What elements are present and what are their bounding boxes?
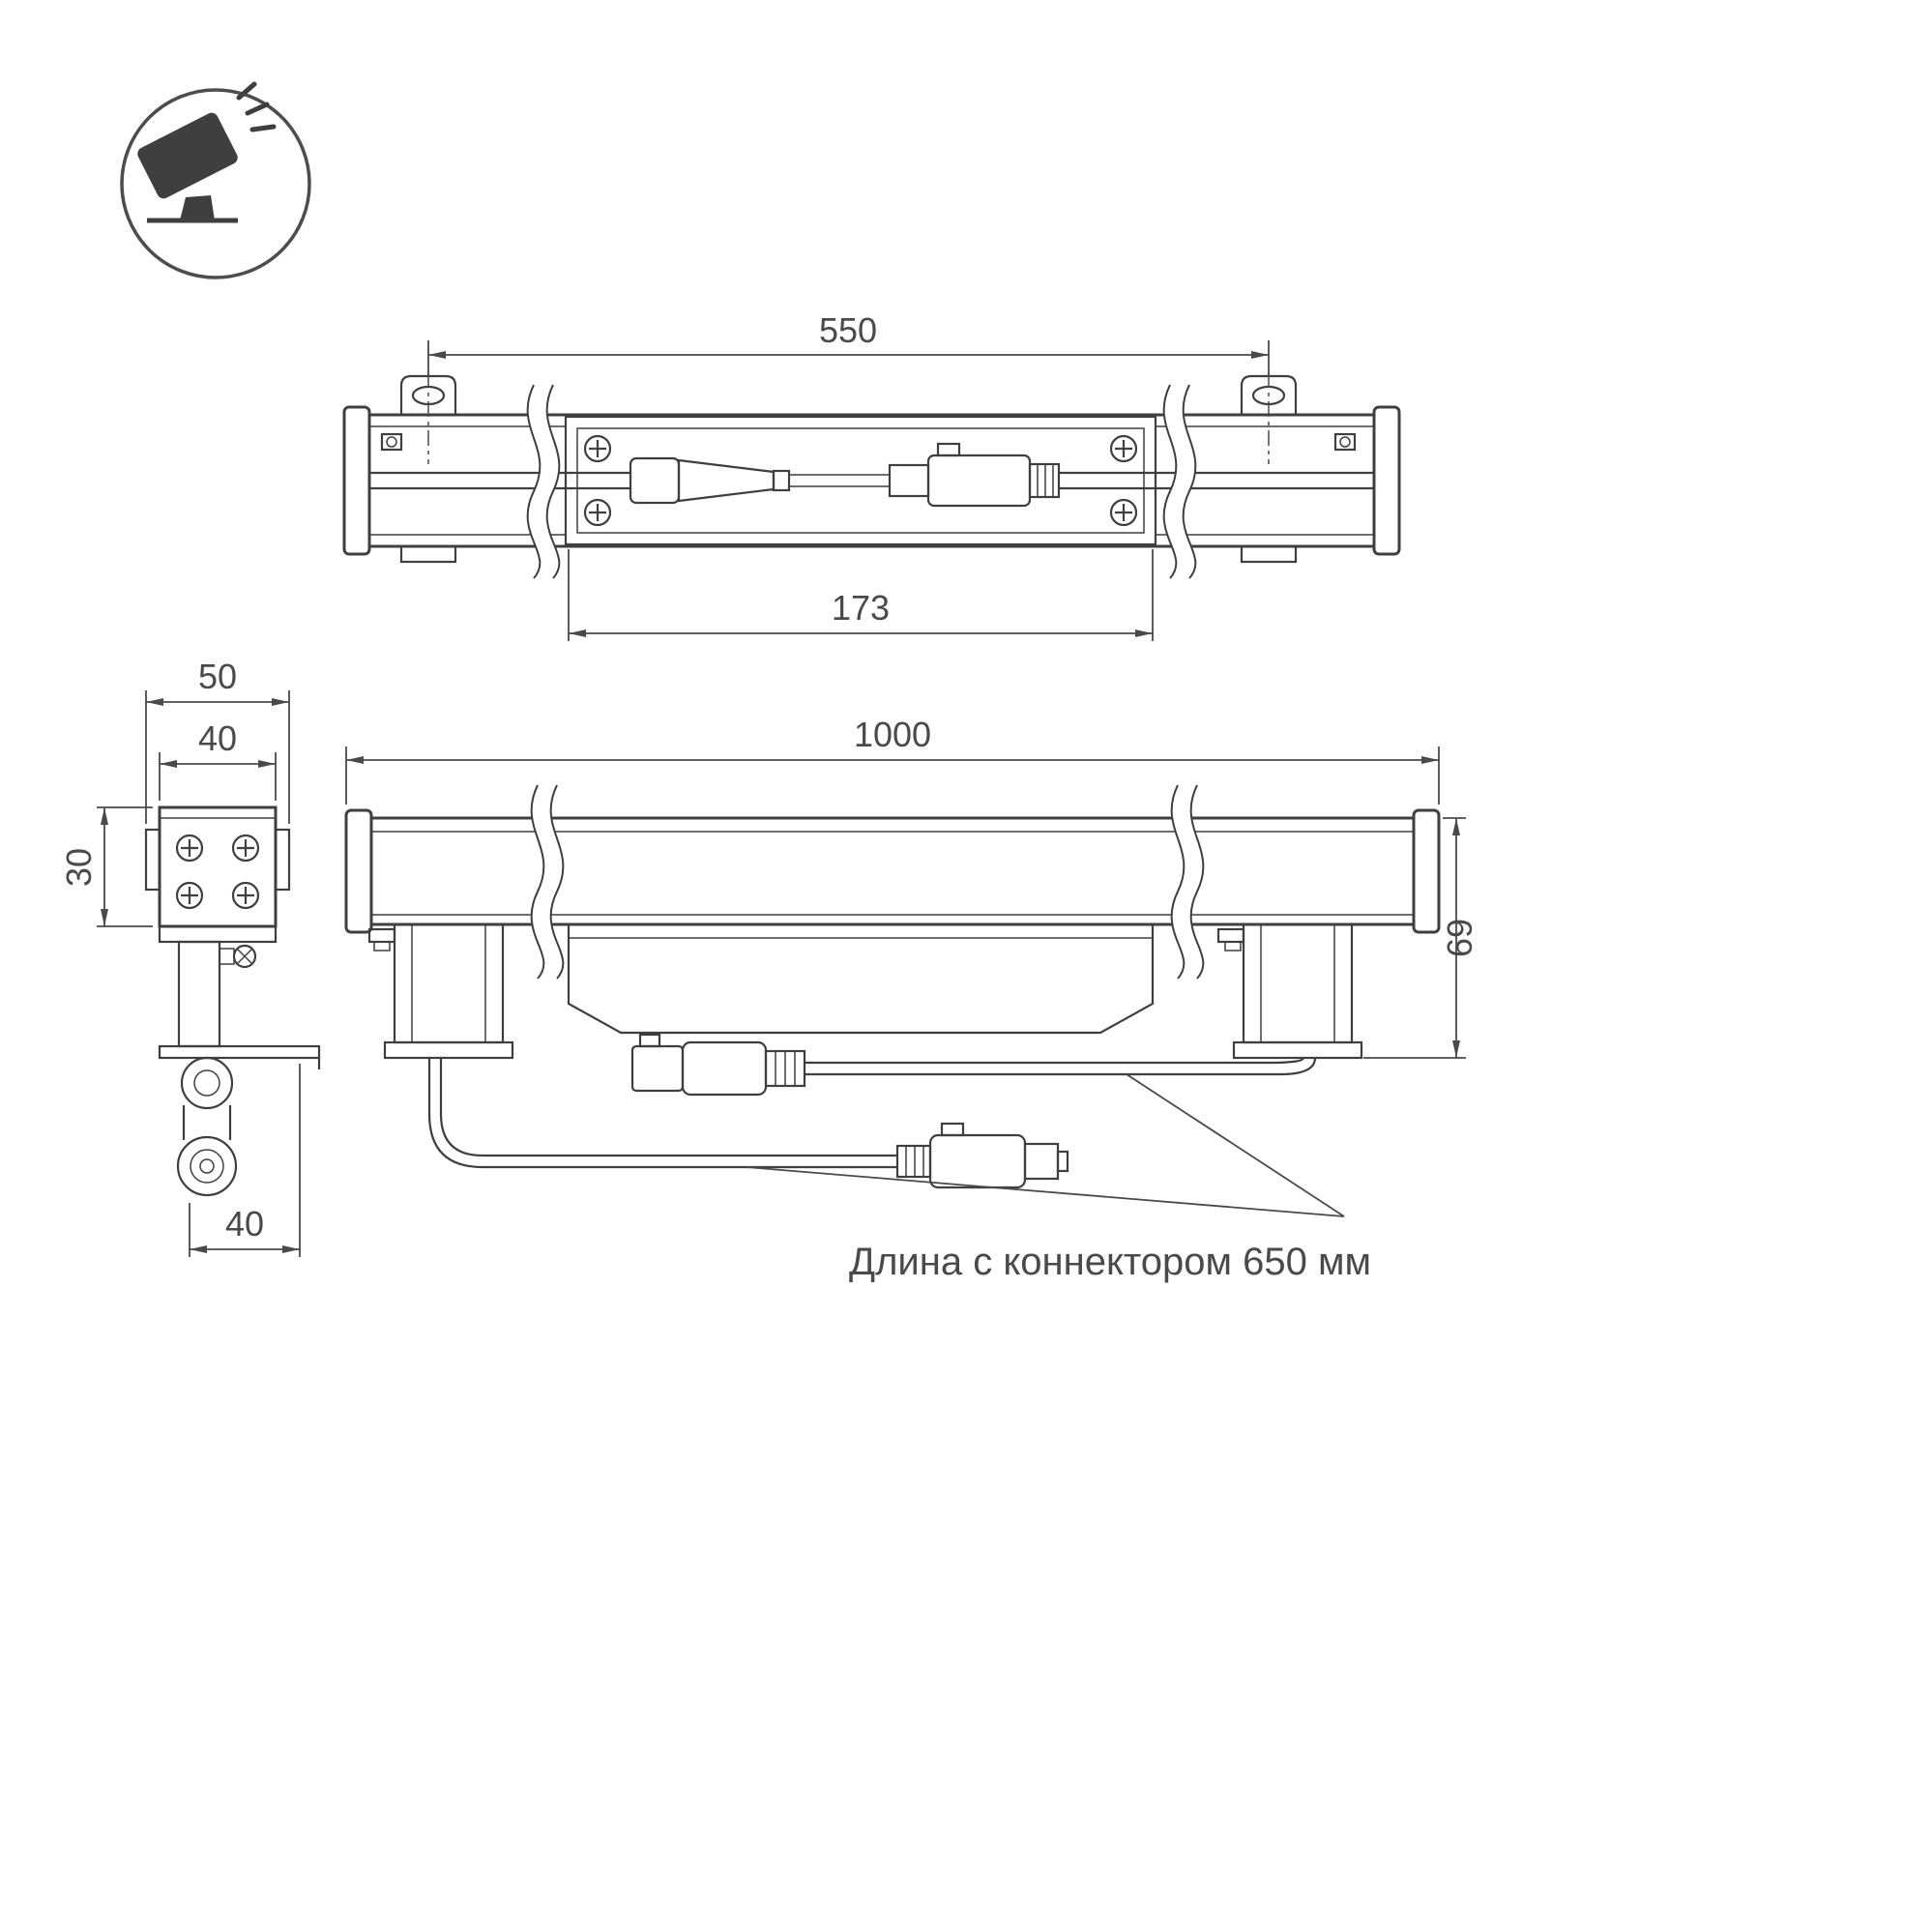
side-view (144, 805, 321, 1197)
dimension-overall-width: 50 (145, 657, 290, 824)
dimension-body-width: 40 (159, 718, 277, 801)
floodlight-stand (180, 195, 215, 220)
top-view-endcap-right (1372, 405, 1401, 556)
dim-label-40-bottom: 40 (225, 1204, 264, 1244)
dim-label-173: 173 (832, 588, 890, 628)
dim-label-30: 30 (59, 848, 99, 887)
break-line (526, 384, 1197, 579)
dim-label-1000: 1000 (854, 715, 931, 754)
screw-icon (175, 834, 204, 863)
light-rays-icon (236, 81, 277, 132)
dimension-overall-height: 69 (1363, 817, 1479, 1059)
break-line (530, 784, 1205, 980)
dimension-bottom-offset: 40 (189, 1064, 301, 1257)
top-view (342, 372, 1401, 579)
front-view-endcap-left (344, 808, 373, 934)
top-view-center-plate (564, 415, 1157, 546)
input-cable (630, 1033, 1317, 1097)
top-view-connector-pair (629, 442, 1061, 508)
top-view-bracket-right (1240, 374, 1357, 564)
clamp-bolt (232, 944, 257, 969)
screw-icon (1109, 434, 1138, 463)
top-view-endcap-left (342, 405, 371, 556)
dim-label-40-top: 40 (198, 718, 237, 758)
screw-icon (583, 498, 612, 527)
top-view-bracket-left (380, 374, 457, 564)
side-view-connector (176, 1056, 238, 1197)
front-view-bracket-left (367, 922, 514, 1060)
screw-icon (583, 434, 612, 463)
driver-box (567, 924, 1155, 1035)
screw-icon (231, 834, 260, 863)
dim-label-50: 50 (198, 657, 237, 696)
side-view-body (158, 805, 278, 928)
side-view-bracket-arm (177, 940, 221, 1048)
dimension-overall-length: 1000 (345, 715, 1440, 805)
side-view-bracket-foot (158, 1044, 321, 1060)
dim-label-69: 69 (1440, 919, 1479, 957)
front-view-bracket-right (1216, 922, 1363, 1060)
floodlight-icon (120, 81, 311, 279)
cable-length-annotation: Длина с коннектором 650 мм (746, 1073, 1371, 1283)
screw-icon (175, 881, 204, 910)
cable-note-label: Длина с коннектором 650 мм (849, 1241, 1371, 1283)
dimension-body-length: 173 (568, 549, 1154, 641)
front-view (344, 784, 1441, 1189)
front-view-endcap-right (1412, 808, 1441, 934)
dimension-body-height: 30 (59, 806, 153, 927)
output-cable (427, 1058, 1069, 1189)
dimension-mount-span: 550 (427, 310, 1270, 375)
screw-icon (1109, 498, 1138, 527)
screw-icon (231, 881, 260, 910)
dim-label-550: 550 (819, 310, 877, 350)
